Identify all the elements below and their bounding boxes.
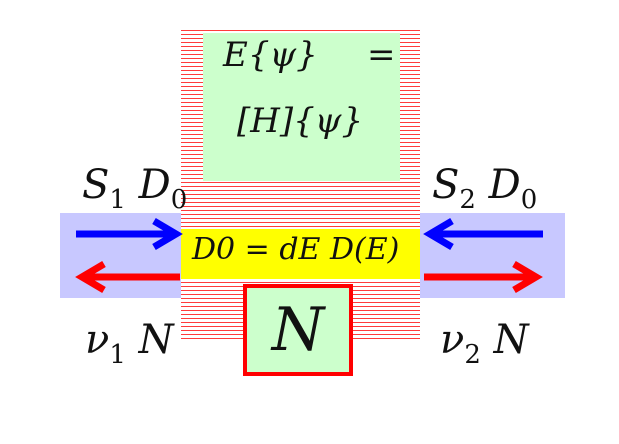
symbol: ν xyxy=(85,317,110,363)
contact-1-outflow-label: ν1 N xyxy=(85,320,174,368)
symbol: S xyxy=(432,162,460,208)
dos-strip xyxy=(181,229,420,279)
subscript: 1 xyxy=(109,185,126,215)
hamiltonian-lhs: E{ψ} xyxy=(223,35,318,75)
arrow-right-icon xyxy=(76,217,183,251)
contact-2-inflow-label: S2 D0 xyxy=(432,165,537,213)
dos-equation: D0 = dE D(E) xyxy=(192,232,400,267)
factor: N xyxy=(138,317,174,363)
arrow-right-icon xyxy=(424,260,543,294)
factor: N xyxy=(493,317,529,363)
hamiltonian-box xyxy=(203,33,400,181)
subscript: 2 xyxy=(459,185,476,215)
factor-subscript: 0 xyxy=(170,185,188,215)
arrow-left-icon xyxy=(75,260,180,294)
hamiltonian-rhs: [H]{ψ} xyxy=(237,101,364,141)
factor: D xyxy=(488,162,521,208)
arrow-left-icon xyxy=(423,217,543,251)
contact-2-outflow-label: ν2 N xyxy=(440,320,529,368)
symbol: S xyxy=(82,162,110,208)
symbol: ν xyxy=(440,317,465,363)
n-box xyxy=(243,284,353,376)
contact-1-inflow-label: S1 D0 xyxy=(82,165,187,213)
n-label: N xyxy=(271,295,325,365)
factor-subscript: 0 xyxy=(520,185,538,215)
hamiltonian-equals: = xyxy=(367,35,396,75)
factor: D xyxy=(138,162,171,208)
subscript: 2 xyxy=(464,340,481,370)
subscript: 1 xyxy=(109,340,126,370)
